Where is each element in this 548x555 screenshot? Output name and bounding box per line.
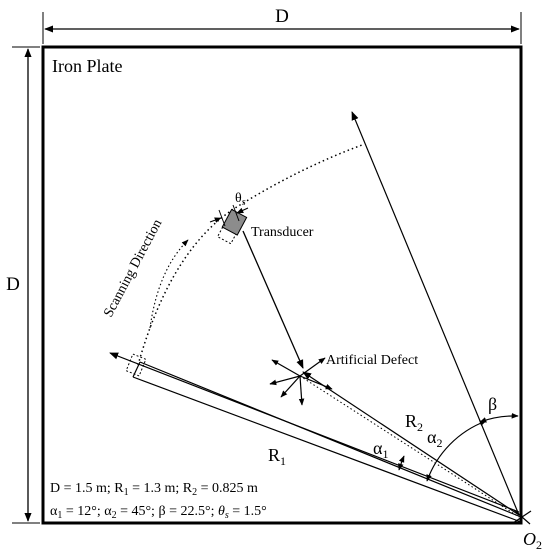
defect-label: Artificial Defect xyxy=(326,353,418,368)
scanning-direction-arrow xyxy=(149,239,189,329)
r2-label: R2 xyxy=(405,411,423,434)
scanning-arc xyxy=(137,144,363,366)
params-line1: D = 1.5 m; R1 = 1.3 m; R2 = 0.825 m xyxy=(50,481,258,498)
iron-plate xyxy=(41,45,523,525)
r1-bar xyxy=(132,361,522,523)
r1-label: R1 xyxy=(268,445,286,468)
theta-s-label: θs xyxy=(235,191,246,208)
alpha1-label: α1 xyxy=(373,438,388,461)
r2-arrow xyxy=(302,371,520,516)
top-dimension: D xyxy=(42,6,522,44)
origin-label: O2 xyxy=(523,529,542,550)
plate-label: Iron Plate xyxy=(52,56,122,76)
transducer xyxy=(221,208,248,236)
theta-s-marker xyxy=(209,204,249,227)
alpha2-arc xyxy=(426,420,487,482)
beta-label: β xyxy=(488,394,497,414)
origin-marker xyxy=(512,509,532,525)
beta-reference-arrow xyxy=(351,111,520,516)
left-dimension-label: D xyxy=(6,274,20,295)
r1-arrow xyxy=(109,352,520,513)
r1-end-marker xyxy=(125,353,147,377)
defect-to-origin-dotted xyxy=(299,375,520,518)
artificial-defect xyxy=(269,357,333,406)
alpha2-label: α2 xyxy=(427,427,442,450)
alpha1-arc xyxy=(398,455,405,471)
scanning-direction-label: Scanning Direction xyxy=(101,217,165,320)
params-line2: α1 = 12°; α2 = 45°; β = 22.5°; θs = 1.5° xyxy=(50,504,267,521)
transducer-label: Transducer xyxy=(251,225,314,240)
beta-arc xyxy=(479,412,519,423)
left-dimension: D xyxy=(6,46,40,524)
top-dimension-label: D xyxy=(275,6,289,27)
transducer-beam xyxy=(242,230,304,369)
